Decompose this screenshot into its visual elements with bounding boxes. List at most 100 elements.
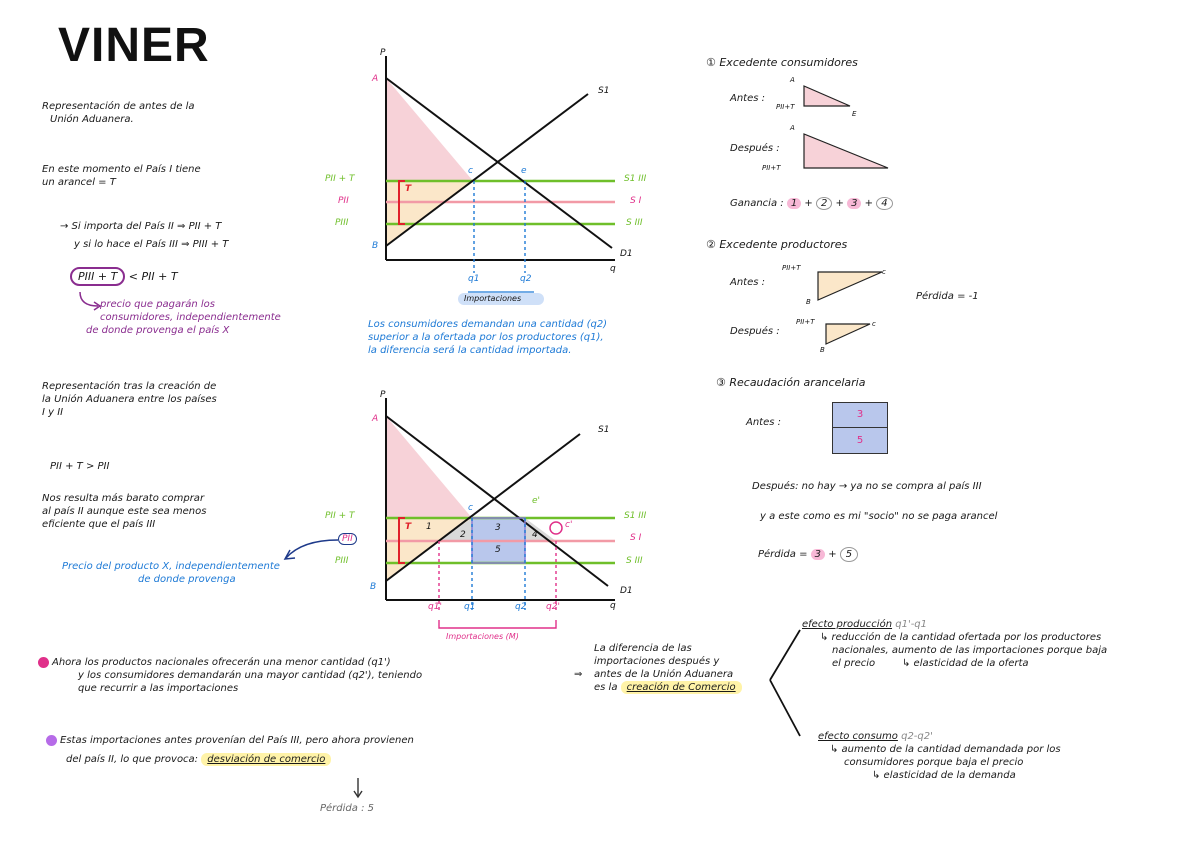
explain-line: al país II aunque este sea menos (42, 506, 207, 517)
inequality-2: PII + T > PII (50, 461, 110, 472)
blue-arrow (283, 539, 339, 560)
s2-title: ② Excedente productores (706, 238, 848, 251)
explain-line: eficiente que el país III (42, 519, 156, 530)
g1-imports-label: Importaciones (464, 294, 522, 303)
g1-label-q2: q2 (520, 274, 532, 284)
creacion-label: creación de Comercio (620, 681, 742, 694)
bracket-lines (769, 629, 801, 737)
efecto-consumo: efecto consumo q2-q2' ↳ aumento de la ca… (818, 730, 1198, 782)
g2-price-right-1: S1 III (624, 511, 647, 521)
s1-a2: A (790, 124, 795, 132)
g2-label-q1p: q1' (428, 602, 442, 612)
ganancia-term-4: 4 (876, 197, 893, 210)
ec-line: consumidores porque baja el precio (844, 757, 1024, 768)
ganancia-label: Ganancia : (730, 198, 784, 209)
s2-antes: Antes : (730, 277, 766, 288)
g1-note-line: superior a la ofertada por los productor… (368, 332, 604, 343)
bottom-block-2: Estas importaciones antes provenían del … (46, 734, 606, 766)
intro-line: Unión Aduanera. (50, 114, 134, 125)
g2-price-right-2: S I (630, 533, 642, 543)
ec-title: efecto consumo (818, 731, 898, 742)
ep-line: nacionales, aumento de las importaciones… (832, 645, 1108, 656)
s1-despues: Después : (730, 143, 780, 154)
s2-before-triangle (817, 271, 883, 301)
area-1 (386, 518, 472, 541)
down-arrow-icon (353, 778, 363, 799)
area-3 (472, 518, 525, 541)
tariff-box-bottom: 5 (856, 435, 864, 446)
situation-line: un arancel = T (42, 177, 116, 188)
s3-perdida-term-1: 3 (810, 549, 826, 560)
ep-line: el precio (832, 658, 876, 669)
g2-region-2: 2 (460, 530, 466, 540)
g2-label-b: B (370, 582, 377, 592)
mid-line: La diferencia de las (594, 643, 692, 654)
g2-label-c: c (468, 503, 473, 513)
import-iii-text: y si lo hace el País III ⇒ PIII + T (74, 239, 229, 250)
ec-elast: ↳ elasticidad de la demanda (872, 770, 1016, 781)
s3-title: ③ Recaudación arancelaria (716, 376, 866, 389)
g2-imports-label: Importaciones (M) (446, 632, 519, 641)
explain-line: Nos resulta más barato comprar (42, 493, 205, 504)
mid-line: antes de la Unión Aduanera (594, 669, 734, 680)
ec-q: q2-q2' (901, 731, 933, 742)
b1-line: que recurrir a las importaciones (78, 683, 239, 694)
s1-a1: A (790, 76, 795, 84)
purple-note: precio que pagarán los consumidores, ind… (86, 298, 310, 337)
s1-title: ① Excedente consumidores (706, 56, 858, 69)
blue-note-line: de donde provenga (138, 574, 236, 585)
g1-price-left-3: PIII (335, 218, 349, 228)
g1-label-a: A (372, 74, 379, 84)
s2-c1: c (882, 268, 886, 276)
mid-text: La diferencia de las importaciones despu… (574, 642, 774, 694)
b1-line: Ahora los productos nacionales ofrecerán… (52, 657, 391, 668)
consumer-surplus-region (386, 416, 472, 518)
g2-label-q2: q2 (515, 602, 527, 612)
g1-axis-q: q (610, 264, 616, 274)
g1-note: Los consumidores demandan una cantidad (… (368, 318, 698, 357)
inequality-right: < PII + T (128, 270, 178, 283)
ganancia-term-2: 2 (815, 197, 833, 210)
inequality: PIII + T < PII + T (70, 267, 178, 286)
b2-line: Estas importaciones antes provenían del … (60, 735, 414, 746)
s1-before-triangle (803, 85, 851, 107)
s3-perdida-term-2: 5 (839, 547, 859, 562)
mid-line: es la (594, 682, 618, 693)
implies-arrow: ⇒ (574, 669, 583, 680)
import-ii-text: → Si importa del País II ⇒ PII + T (60, 221, 222, 232)
graph-2 (385, 398, 615, 629)
ep-title: efecto producción (802, 619, 893, 630)
ganancia-term-3: 3 (847, 198, 862, 209)
graph-1 (385, 56, 615, 305)
mid-line: importaciones después y (594, 656, 720, 667)
purple-note-line: precio que pagarán los (100, 299, 216, 310)
s2-pt1: PII+T (782, 264, 801, 272)
purple-note-line: consumidores, independientemente (100, 312, 281, 323)
g1-label-c: c (468, 166, 473, 176)
g2-price-left-2: PII (338, 533, 357, 545)
blue-note: Precio del producto X, independientement… (62, 560, 352, 586)
g2-axis-q: q (610, 601, 616, 611)
intro-text: Representación de antes de la Unión Adua… (42, 100, 272, 126)
after-line: Representación tras la creación de (42, 381, 217, 392)
g1-label-s1: S1 (598, 86, 610, 96)
after-text: Representación tras la creación de la Un… (42, 380, 292, 419)
s1-after-triangle (803, 133, 889, 169)
s2-b1: B (806, 298, 811, 306)
g2-label-d1: D1 (620, 586, 633, 596)
intro-line: Representación de antes de la (42, 101, 195, 112)
g2-label-a: A (372, 414, 379, 424)
g1-axis-p: P (380, 48, 386, 58)
s3-perdida: Pérdida = 3 + 5 (758, 547, 859, 562)
perdida-5: Pérdida : 5 (320, 803, 374, 814)
inequality-left: PIII + T (70, 267, 126, 286)
g1-price-left-1: PII + T (325, 174, 355, 184)
g1-label-b: B (372, 241, 379, 251)
s2-after-triangle (825, 323, 871, 345)
g2-label-c1: c' (565, 520, 573, 530)
g1-label-d1: D1 (620, 249, 633, 259)
consumer-surplus-region (386, 78, 473, 181)
g2-region-4: 4 (532, 530, 538, 540)
ep-line: ↳ reducción de la cantidad ofertada por … (820, 632, 1102, 643)
ep-elast: ↳ elasticidad de la oferta (902, 658, 1029, 669)
